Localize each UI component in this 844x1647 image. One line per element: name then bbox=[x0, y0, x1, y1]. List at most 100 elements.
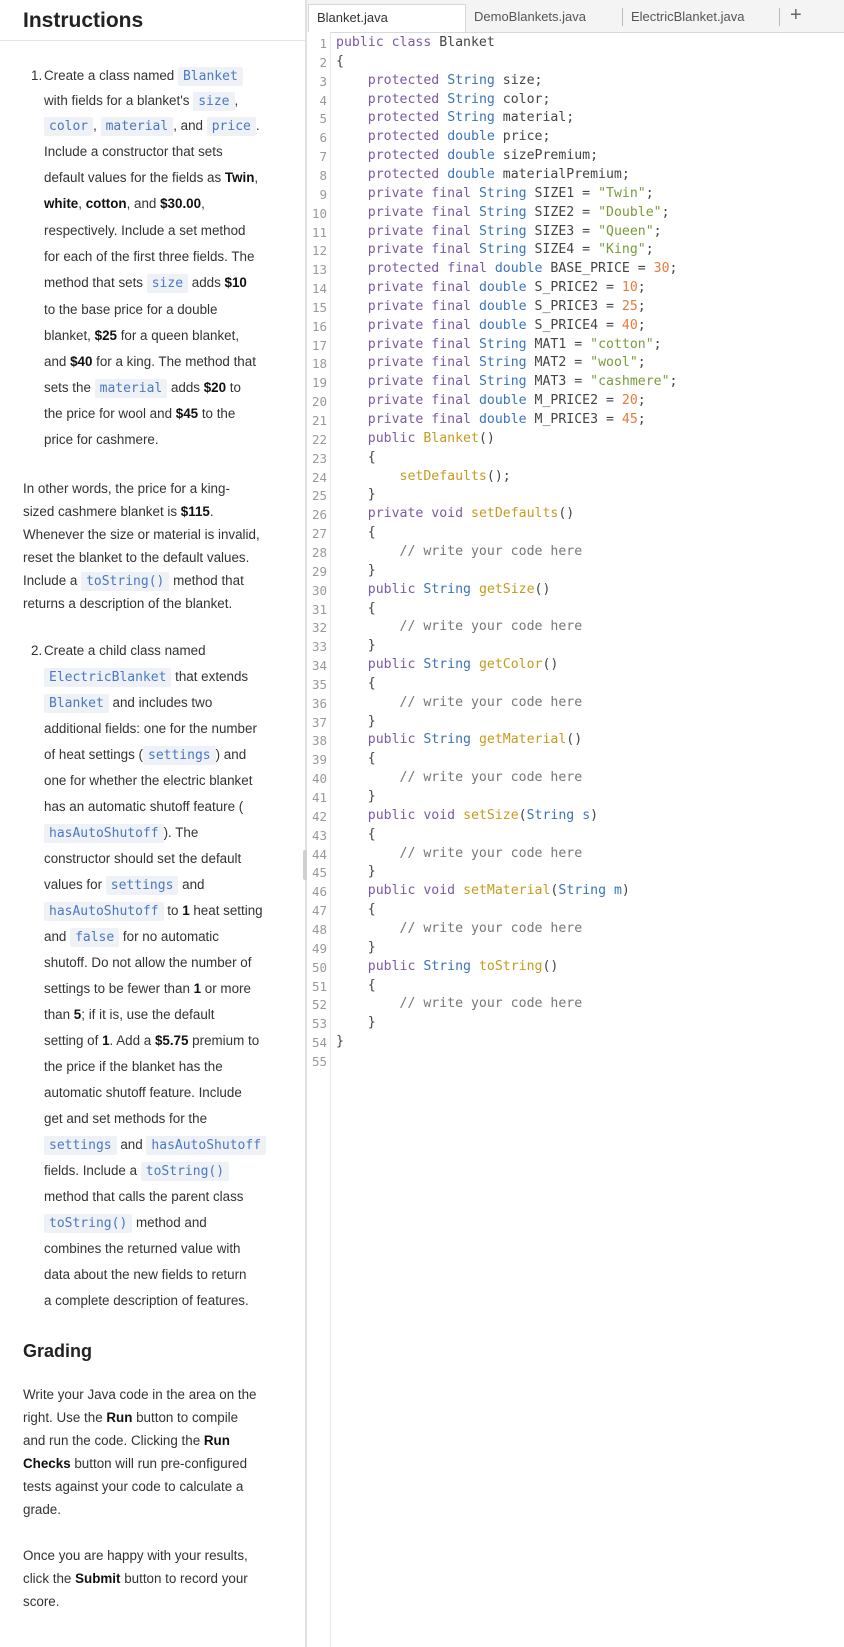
code-line[interactable]: private final String MAT1 = "cotton"; bbox=[367, 336, 662, 352]
item-2-line: values for settings and bbox=[44, 876, 205, 895]
code-line[interactable]: { bbox=[336, 902, 376, 918]
tab-separator bbox=[779, 8, 780, 26]
item-1-number: 1. bbox=[31, 68, 43, 83]
code-line[interactable]: // write your code here bbox=[399, 996, 583, 1012]
code-line[interactable]: public Blanket() bbox=[367, 430, 495, 446]
code-line[interactable]: // write your code here bbox=[399, 694, 583, 710]
code-line[interactable]: setDefaults(); bbox=[399, 468, 511, 484]
code-line[interactable]: // write your code here bbox=[399, 543, 583, 559]
code-line[interactable]: protected String color; bbox=[367, 91, 551, 107]
line-number: 8 bbox=[319, 167, 327, 183]
line-number: 50 bbox=[311, 959, 327, 975]
code-line[interactable]: { bbox=[336, 675, 376, 691]
code-line[interactable]: } bbox=[336, 487, 376, 503]
code-line[interactable]: protected final double BASE_PRICE = 30; bbox=[367, 261, 678, 277]
code-line[interactable]: } bbox=[336, 562, 376, 578]
line-number: 41 bbox=[311, 790, 327, 805]
code-line[interactable]: public String getMaterial() bbox=[367, 732, 583, 748]
line-number: 15 bbox=[311, 299, 327, 315]
line-number: 17 bbox=[311, 337, 327, 353]
code-line[interactable]: { bbox=[336, 600, 376, 616]
instructions-panel: Instructions 1. Create a class named Bla… bbox=[0, 0, 305, 1647]
line-number: 26 bbox=[311, 507, 327, 523]
code-line[interactable]: } bbox=[336, 939, 376, 955]
line-number: 10 bbox=[311, 205, 327, 221]
code-line[interactable]: private final String MAT2 = "wool"; bbox=[367, 355, 646, 371]
code-line[interactable]: // write your code here bbox=[399, 920, 583, 936]
code-line[interactable]: { bbox=[336, 826, 376, 842]
item-1-line: to the base price for a double bbox=[44, 302, 218, 317]
line-number: 46 bbox=[311, 884, 327, 900]
code-line[interactable]: private final String MAT3 = "cashmere"; bbox=[367, 374, 678, 390]
code-line[interactable]: private final double S_PRICE3 = 25; bbox=[367, 298, 646, 314]
item-2-line: ElectricBlanket that extends bbox=[44, 664, 248, 691]
code-line[interactable]: protected double price; bbox=[367, 129, 551, 145]
code-line[interactable]: private final double M_PRICE2 = 20; bbox=[367, 393, 646, 409]
code-line[interactable]: { bbox=[336, 977, 376, 993]
item-1-line: price for cashmere. bbox=[44, 432, 159, 447]
code-line[interactable]: private final double M_PRICE3 = 45; bbox=[367, 412, 646, 427]
item-1-line: blanket, $25 for a queen blanket, bbox=[44, 328, 240, 343]
code-line[interactable]: } bbox=[336, 1034, 344, 1050]
code-line[interactable]: protected double sizePremium; bbox=[367, 148, 599, 164]
code-line[interactable]: private final double S_PRICE2 = 10; bbox=[367, 280, 646, 296]
code-line[interactable]: private final String SIZE3 = "Queen"; bbox=[367, 223, 662, 239]
code-line[interactable]: public void setSize(String s) bbox=[367, 807, 599, 823]
item-2-line: Blanket and includes two bbox=[44, 690, 212, 717]
line-number: 30 bbox=[311, 582, 327, 598]
item-2-line: has an automatic shutoff feature ( bbox=[44, 799, 244, 814]
grading-line: click the Submit button to record your bbox=[23, 1571, 248, 1586]
code-line[interactable]: // write your code here bbox=[399, 845, 583, 861]
line-number: 48 bbox=[311, 921, 327, 937]
code-line[interactable]: protected String size; bbox=[367, 72, 543, 88]
code-line[interactable]: private final double S_PRICE4 = 40; bbox=[367, 317, 646, 333]
code-line[interactable]: { bbox=[336, 525, 376, 541]
code-line[interactable]: public class Blanket bbox=[336, 35, 495, 50]
line-number: 28 bbox=[311, 544, 327, 560]
code-line[interactable]: } bbox=[336, 789, 376, 804]
code-line[interactable]: { bbox=[336, 53, 344, 69]
code-line[interactable]: protected double materialPremium; bbox=[367, 166, 630, 182]
line-number: 45 bbox=[311, 865, 327, 881]
item-2-line: setting of 1. Add a $5.75 premium to bbox=[44, 1033, 260, 1048]
code-line[interactable]: { bbox=[336, 751, 376, 767]
code-line[interactable]: private void setDefaults() bbox=[367, 506, 575, 522]
code-line[interactable]: private final String SIZE1 = "Twin"; bbox=[367, 185, 654, 201]
code-line[interactable]: public String getColor() bbox=[367, 657, 559, 673]
line-number-gutter bbox=[307, 32, 331, 1647]
code-line[interactable]: { bbox=[336, 449, 376, 465]
item-2-line: of heat settings (settings) and bbox=[44, 746, 247, 765]
line-number: 3 bbox=[319, 73, 327, 89]
line-number: 52 bbox=[311, 997, 327, 1013]
code-line[interactable]: } bbox=[336, 638, 376, 654]
line-number: 54 bbox=[311, 1035, 327, 1051]
code-line[interactable]: protected String material; bbox=[367, 110, 575, 126]
item-2-line: than 5; if it is, use the default bbox=[44, 1007, 215, 1022]
line-number: 39 bbox=[311, 752, 327, 768]
item-1-line: with fields for a blanket's size, bbox=[44, 92, 239, 111]
item-2-line: combines the returned value with bbox=[44, 1241, 241, 1256]
tab-blanket-java[interactable]: Blanket.java bbox=[308, 4, 466, 32]
item-2-line: get and set methods for the bbox=[44, 1111, 208, 1126]
tab-demoblankets-java[interactable]: DemoBlankets.java bbox=[474, 9, 586, 24]
tab-electricblanket-java[interactable]: ElectricBlanket.java bbox=[631, 9, 745, 24]
code-line[interactable]: private final String SIZE2 = "Double"; bbox=[367, 204, 670, 220]
code-line[interactable]: public String toString() bbox=[367, 958, 559, 974]
code-line[interactable]: } bbox=[336, 713, 376, 729]
line-number: 49 bbox=[311, 940, 327, 956]
tab-bar: Blanket.java DemoBlankets.java ElectricB… bbox=[307, 0, 844, 33]
title-divider bbox=[0, 40, 305, 41]
code-line[interactable]: } bbox=[336, 1015, 376, 1031]
code-line[interactable]: private final String SIZE4 = "King"; bbox=[367, 242, 654, 258]
code-line[interactable]: // write your code here bbox=[399, 770, 583, 786]
add-tab-button[interactable]: + bbox=[790, 4, 802, 26]
code-editor[interactable]: Blanket.java DemoBlankets.java ElectricB… bbox=[307, 0, 844, 1647]
code-line[interactable]: } bbox=[336, 864, 376, 880]
resize-handle[interactable] bbox=[303, 850, 308, 880]
code-line[interactable]: // write your code here bbox=[399, 619, 583, 635]
code-line[interactable]: public String getSize() bbox=[367, 581, 551, 597]
code-line[interactable]: public void setMaterial(String m) bbox=[367, 883, 630, 899]
line-number: 32 bbox=[311, 620, 327, 636]
item-2-line: settings to be fewer than 1 or more bbox=[44, 981, 251, 996]
item-1-paragraph-line: sized cashmere blanket is $115. bbox=[23, 504, 214, 519]
